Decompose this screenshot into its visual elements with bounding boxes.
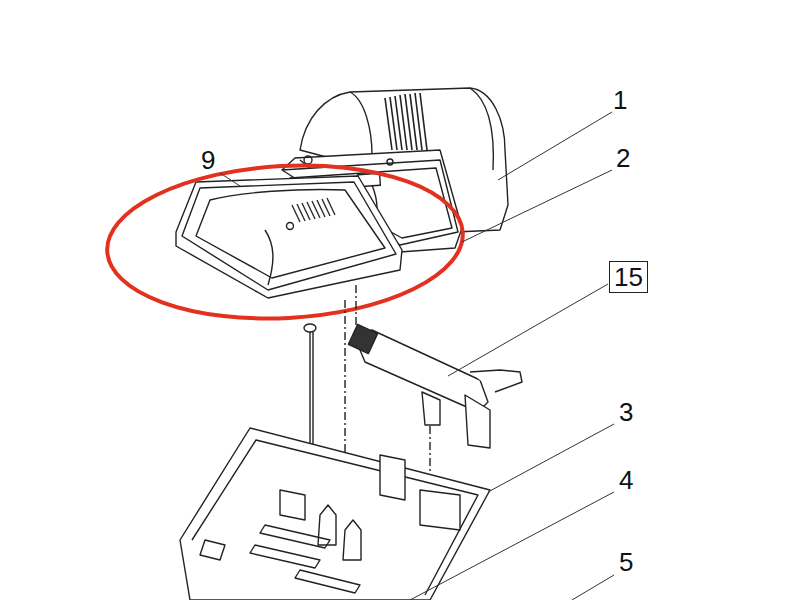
callout-number: 15 bbox=[614, 264, 643, 290]
callout-number: 5 bbox=[619, 549, 633, 575]
callout-number: 4 bbox=[619, 467, 633, 493]
callout-number: 2 bbox=[616, 145, 630, 171]
callout-number: 3 bbox=[619, 399, 633, 425]
boxed-callout: 15 bbox=[609, 261, 648, 293]
callout-number: 9 bbox=[201, 147, 215, 173]
callout-number: 1 bbox=[613, 87, 627, 113]
